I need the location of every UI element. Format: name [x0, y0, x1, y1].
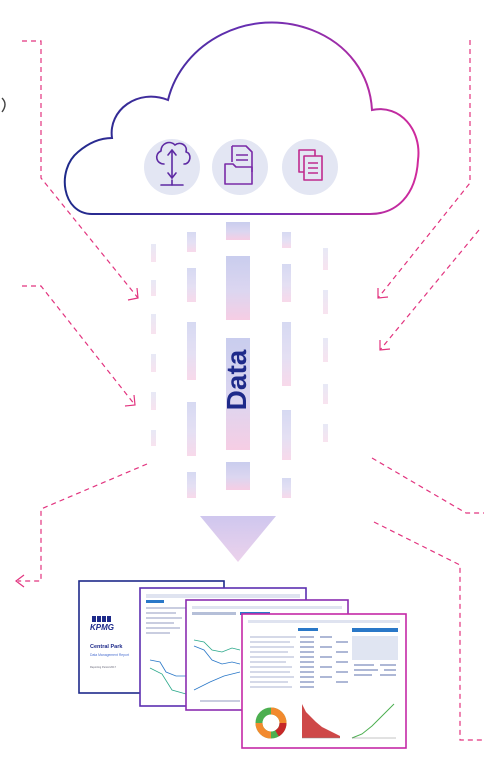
- connector-left-out: [18, 463, 148, 582]
- report-line-chart: [351, 703, 396, 739]
- cover-subtitle: Data Management Report: [90, 653, 129, 657]
- connector-top-left-arrowhead: [127, 287, 139, 301]
- data-stream: [151, 222, 328, 562]
- stream-column-right: [282, 232, 291, 498]
- connector-left-out-arrowhead: [15, 574, 25, 588]
- cloud-upload-icon: [155, 141, 191, 186]
- copy-documents-icon: [298, 149, 323, 181]
- connector-mid-left: [22, 285, 136, 406]
- cropped-edge-mark: [1, 97, 6, 113]
- dashed-connectors: [15, 40, 484, 741]
- kpmg-logo: KPMG: [90, 616, 114, 632]
- stream-column-left: [187, 232, 196, 498]
- cloud: [63, 21, 420, 215]
- report-pages-stack: KPMG Central Park Data Management Report…: [78, 580, 407, 749]
- kpmg-logo-text: KPMG: [90, 623, 114, 632]
- cover-date: Reporting Period 2017: [90, 665, 117, 669]
- connector-mid-right-arrowhead: [379, 340, 391, 351]
- stream-column-center: [226, 222, 250, 490]
- report-donut-chart: [255, 707, 287, 739]
- connector-mid-right: [379, 229, 480, 351]
- stream-column-far-left: [151, 244, 156, 446]
- connector-mid-left-arrowhead: [124, 394, 136, 407]
- report-table: [250, 628, 398, 688]
- connector-right-out: [371, 457, 484, 514]
- stream-column-far-right: [323, 248, 328, 442]
- connector-top-left: [22, 40, 139, 299]
- cover-title: Central Park: [90, 644, 123, 650]
- copy-documents-badge: [282, 139, 338, 195]
- folder-document-badge: [212, 139, 268, 195]
- report-page-front: [241, 613, 407, 749]
- report-area-chart: [302, 704, 340, 739]
- stream-arrowhead: [200, 516, 276, 562]
- connector-top-right: [377, 40, 471, 299]
- folder-document-icon: [224, 145, 253, 185]
- connector-top-right-arrowhead: [377, 288, 389, 299]
- connector-bottom-right: [373, 521, 484, 741]
- flow-label: Data: [221, 349, 252, 410]
- cloud-upload-badge: [144, 139, 200, 195]
